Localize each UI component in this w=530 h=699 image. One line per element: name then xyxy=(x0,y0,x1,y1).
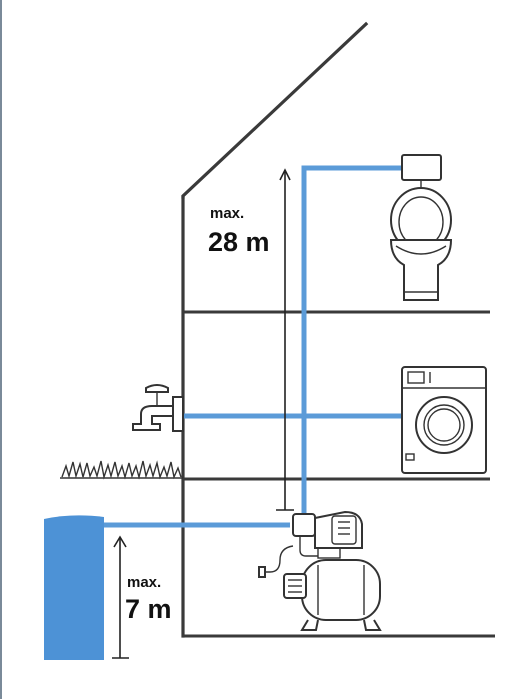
upper-height-value: 28 m xyxy=(208,227,270,257)
height-arrow-upper xyxy=(276,168,294,511)
water-tank-icon xyxy=(44,515,104,660)
garden-tap-icon xyxy=(132,384,184,432)
grass-icon xyxy=(60,460,183,480)
lower-height-prefix: max. xyxy=(127,574,161,591)
height-arrow-lower xyxy=(112,535,129,659)
water-pipes xyxy=(104,165,402,528)
toilet-icon xyxy=(389,154,453,301)
roof-line xyxy=(181,21,369,199)
washing-machine-icon xyxy=(401,366,487,474)
upper-height-prefix: max. xyxy=(210,205,244,222)
lower-height-value: 7 m xyxy=(125,594,172,624)
pump-icon xyxy=(258,510,382,631)
riser-pipe xyxy=(301,165,402,514)
